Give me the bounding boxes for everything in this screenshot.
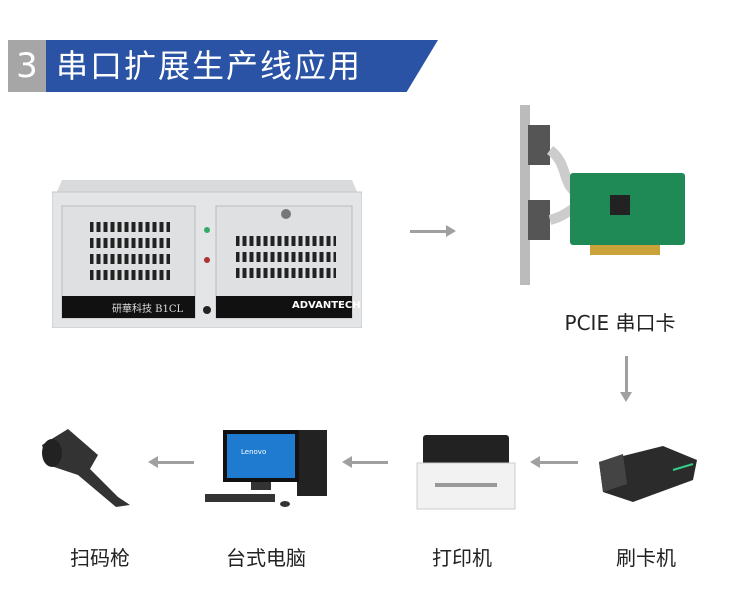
arrow-left-icon — [158, 461, 194, 464]
card-reader-label: 刷卡机 — [616, 546, 676, 570]
arrowhead — [620, 392, 632, 402]
arrow-right-icon — [410, 230, 448, 233]
printer-image — [415, 435, 517, 511]
card-reader-image — [593, 440, 703, 506]
arrowhead — [342, 456, 352, 468]
scanner-label: 扫码枪 — [70, 546, 130, 570]
arrow-left-icon — [540, 461, 578, 464]
section-title: 串口扩展生产线应用 — [46, 40, 438, 92]
printer-label: 打印机 — [432, 546, 492, 570]
screen-text: Lenovo — [241, 448, 267, 456]
ipc-brand-right: ADVANTECH — [292, 300, 361, 311]
scanner-image — [38, 425, 138, 507]
desktop-label: 台式电脑 — [226, 546, 306, 570]
industrial-pc-image: 研華科技 B1CL ADVANTECH — [51, 180, 363, 329]
desktop-pc-image: Lenovo — [205, 428, 333, 510]
section-number: 3 — [8, 40, 46, 92]
arrow-down-icon — [625, 356, 628, 394]
arrow-left-icon — [352, 461, 388, 464]
arrowhead — [446, 225, 456, 237]
ipc-brand-left: 研華科技 B1CL — [112, 304, 184, 315]
pcie-card-label: PCIE 串口卡 — [564, 311, 676, 335]
pcie-card-image — [500, 105, 695, 287]
arrowhead — [530, 456, 540, 468]
arrowhead — [148, 456, 158, 468]
